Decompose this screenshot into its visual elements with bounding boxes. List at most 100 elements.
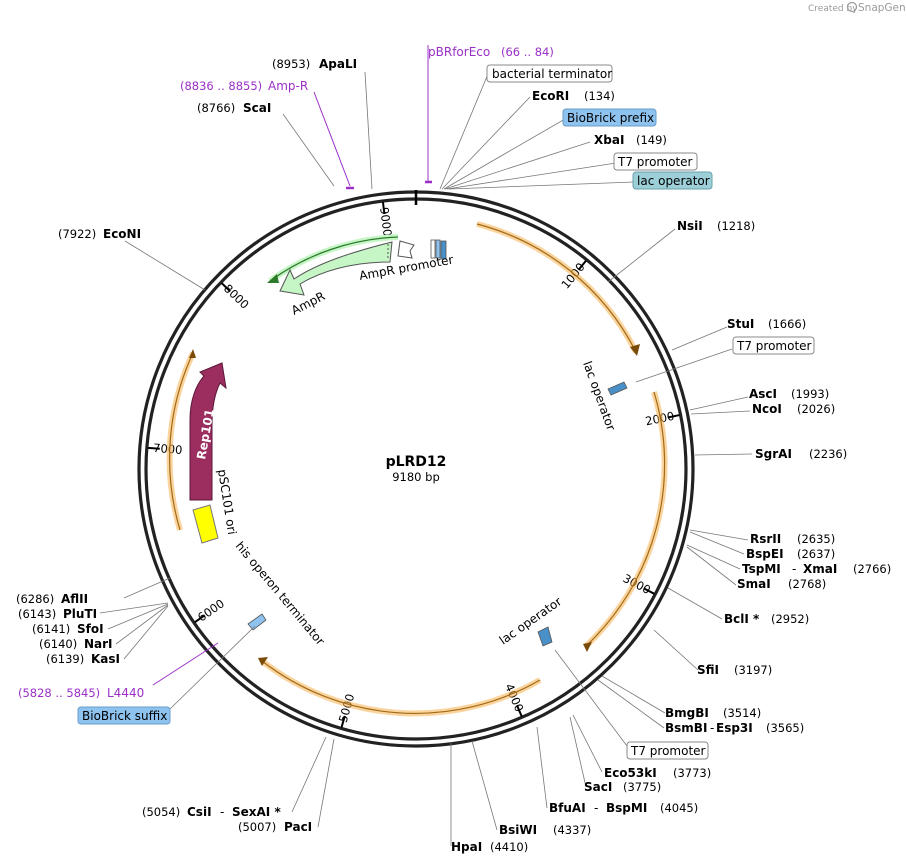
terminator-mark [430, 239, 436, 259]
enzyme-bspei-name: BspEI [746, 547, 784, 561]
leader-ncoi [690, 410, 751, 415]
tick-mark [643, 587, 655, 595]
his-operon-terminator-label: his operon terminator [233, 539, 328, 648]
primer-ampr-name: Amp-R [268, 79, 308, 93]
leader-kasi [123, 605, 169, 660]
psc101-ori-label: pSC101 ori [215, 468, 239, 535]
leader-xbai [444, 141, 591, 190]
box-t7-promoter-right [732, 336, 815, 355]
leader-bsmbi [597, 679, 665, 729]
primer-pbrforeco-range: (66 .. 84) [501, 45, 554, 59]
enzyme-sgrai-name: SgrAI [755, 447, 792, 461]
leader-bact-term [439, 73, 489, 190]
enzyme-sgrai-pos: (2236) [809, 447, 847, 461]
box-t7-promoter-lower [626, 741, 709, 760]
ampr-green-arrowhead [267, 274, 279, 283]
enzyme-kasi-name: KasI [91, 652, 120, 666]
enzyme-nsii-pos: (1218) [717, 219, 755, 233]
enzyme-csii-name: CsiI [187, 805, 212, 819]
leader-t7-top [446, 162, 617, 190]
enzyme-esp3i-name: Esp3I [716, 721, 753, 735]
credit-brand: SnapGene [858, 2, 906, 14]
leader-aflii [123, 577, 171, 599]
lac-operator-mark-top [440, 240, 447, 260]
leader-prefix [443, 118, 566, 190]
arrowhead-2 [583, 642, 592, 652]
t7-promoter-top-label: T7 promoter [617, 155, 693, 169]
enzyme-separator: - [792, 562, 796, 576]
tick-label: 8000 [221, 281, 252, 311]
enzyme-bsiwi-pos: (4337) [553, 823, 591, 837]
credit-prefix: Created by [808, 4, 858, 14]
rep101-arrow [189, 362, 227, 501]
enzyme-asci-pos: (1993) [791, 387, 829, 401]
leader-lines [99, 71, 753, 846]
enzyme-eco53ki-name: Eco53kI [604, 766, 657, 780]
enzyme-bspmi-pos: (4045) [660, 801, 698, 815]
leader-ecori [441, 96, 531, 190]
enzyme-sfoi-name: SfoI [77, 622, 104, 636]
tick-mark [381, 201, 386, 215]
enzyme-bcli-pos: (2952) [771, 612, 809, 626]
enzyme-hpai-pos: (4410) [490, 840, 528, 854]
leader-csii [291, 736, 327, 813]
leader-rsrii [689, 529, 749, 541]
leader-saci [569, 716, 587, 788]
enzyme-ecori-pos: (134) [584, 89, 615, 103]
enzyme-xbai-name: XbaI [594, 133, 624, 147]
leader-biobrick-suffix [169, 625, 256, 710]
primer-lines [152, 45, 432, 686]
box-bacterial-terminator [486, 64, 613, 83]
enzyme-separator: - [710, 721, 714, 735]
orange-arc-3-line [261, 660, 541, 714]
primer-pbrforeco-name: pBRforEco [428, 45, 490, 59]
leader-nari [115, 604, 169, 645]
ampr-arrow [279, 241, 393, 296]
enzyme-csii-pos: (5054) [142, 805, 180, 819]
t7-promoter-lower-label: T7 promoter [630, 744, 706, 758]
leader-bcli [667, 587, 723, 620]
orange-arc-1-line [476, 223, 637, 353]
enzyme-ncoi-pos: (2026) [797, 402, 835, 416]
leader-bsiwi [471, 740, 498, 831]
leader-t7-right [635, 348, 733, 383]
enzyme-saci-pos: (3775) [623, 780, 661, 794]
enzyme-econi-pos: (7922) [58, 227, 96, 241]
enzyme-apali-name: ApaLI [319, 57, 357, 71]
leader-sfoi [107, 603, 169, 630]
enzyme-xmai-pos: (2766) [853, 562, 891, 576]
leader-apali [364, 71, 373, 190]
enzyme-apali-pos: (8953) [272, 57, 310, 71]
leader-lac-op-top [448, 181, 635, 190]
enzyme-ecori-name: EcoRI [532, 89, 569, 103]
enzyme-econi-name: EcoNI [103, 227, 141, 241]
biobrick-prefix-mark [435, 239, 441, 259]
enzyme-sfii-pos: (3197) [734, 663, 772, 677]
leader-asci [689, 396, 749, 411]
orange-arrowheads [189, 344, 640, 666]
lac-operator-label-right: lac operator [580, 359, 618, 432]
enzyme-bsmbi-name: BsmBI [665, 721, 707, 735]
box-biobrick-prefix [562, 108, 657, 127]
bacterial-terminator-label: bacterial terminator [492, 67, 612, 81]
enzyme-aflii-pos: (6286) [16, 592, 54, 606]
enzyme-hpai-name: HpaI [451, 840, 482, 854]
enzyme-sexai-name: SexAI * [232, 805, 281, 819]
enzyme-bspmi-name: BspMI [606, 801, 647, 815]
enzyme-stui-name: StuI [727, 317, 754, 331]
ampr-green-arc-line [269, 236, 399, 282]
enzyme-bsiwi-name: BsiWI [499, 823, 537, 837]
enzyme-kasi-pos: (6139) [46, 652, 84, 666]
box-lac-operator-top [632, 171, 713, 190]
enzyme-bspei-pos: (2637) [797, 547, 835, 561]
leader-bspei [689, 531, 745, 555]
primer-l4440-range: (5828 .. 5845) [18, 686, 100, 700]
enzyme-xmai-name: XmaI [803, 562, 837, 576]
primer-line-l4440 [152, 642, 219, 686]
leader-nsii [607, 228, 676, 283]
leader-t7-lower [554, 649, 631, 751]
plasmid-name: pLRD12 [386, 454, 447, 470]
enzyme-bfuai-name: BfuAI [549, 801, 586, 815]
enzyme-pluti-name: PluTI [63, 607, 97, 621]
leader-bmgbi [601, 675, 666, 714]
